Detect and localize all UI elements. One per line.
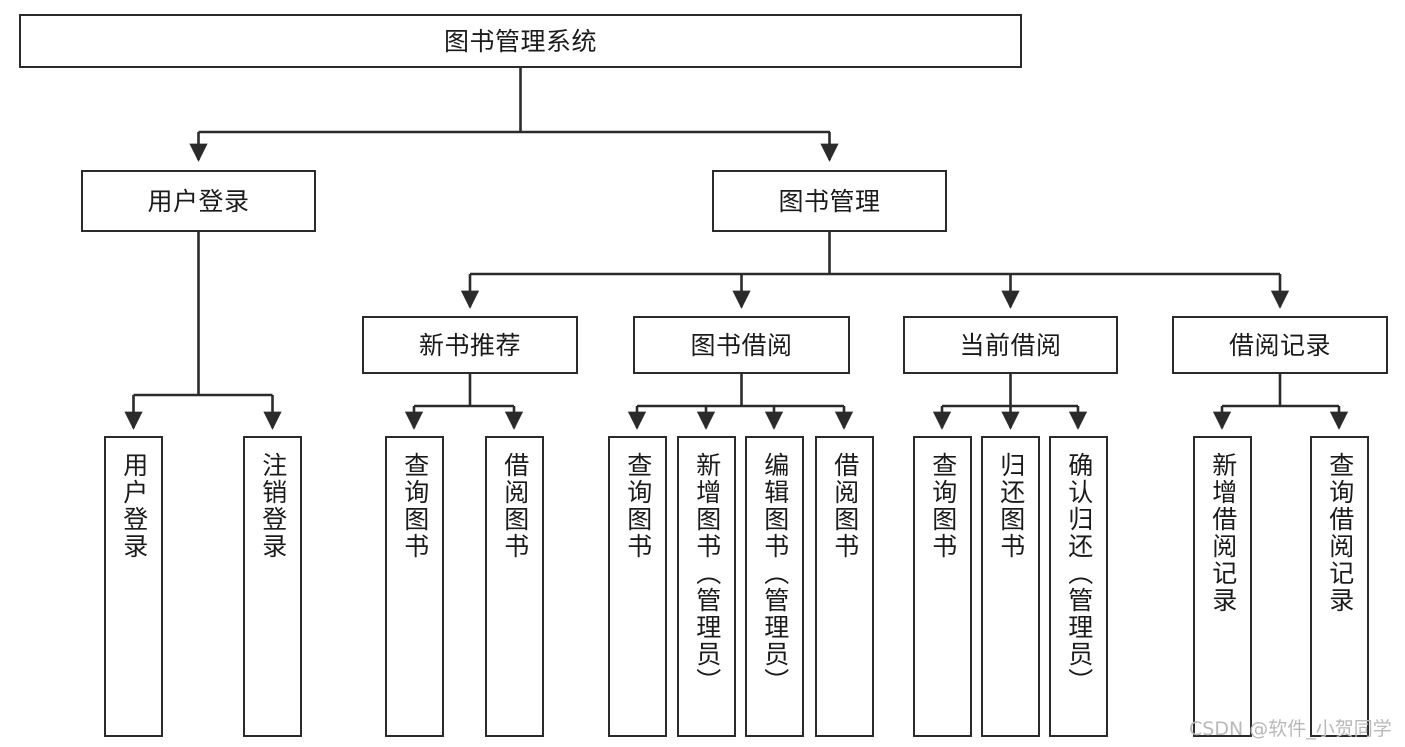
- node-book-management[interactable]: 图书管理: [712, 170, 947, 232]
- node-book-borrow[interactable]: 图书借阅: [633, 316, 850, 374]
- node-label: 当前借阅: [959, 330, 1062, 360]
- node-label: 编辑图书（管理员）: [760, 452, 790, 695]
- node-user-login[interactable]: 用户登录: [81, 170, 316, 232]
- node-leaf-user-login[interactable]: 用户登录: [104, 436, 163, 737]
- node-label: 图书管理: [778, 186, 881, 216]
- node-leaf-return-book[interactable]: 归还图书: [981, 436, 1040, 737]
- node-root-book-management-system[interactable]: 图书管理系统: [19, 14, 1022, 68]
- node-label: 确认归还（管理员）: [1064, 452, 1094, 695]
- node-label: 用户登录: [147, 186, 250, 216]
- node-leaf-query-book-recommend[interactable]: 查询图书: [385, 436, 444, 737]
- node-leaf-query-borrow-record[interactable]: 查询借阅记录: [1310, 436, 1369, 737]
- node-label: 归还图书: [996, 452, 1026, 560]
- node-new-book-recommend[interactable]: 新书推荐: [362, 316, 578, 374]
- node-label: 借阅记录: [1228, 330, 1331, 360]
- node-leaf-query-book-borrow[interactable]: 查询图书: [608, 436, 667, 737]
- node-label: 注销登录: [258, 452, 288, 560]
- node-leaf-query-book-current[interactable]: 查询图书: [913, 436, 972, 737]
- node-label: 查询图书: [623, 452, 653, 560]
- node-label: 查询图书: [400, 452, 430, 560]
- node-label: 查询借阅记录: [1325, 452, 1355, 614]
- node-label: 查询图书: [928, 452, 958, 560]
- node-label: 图书管理系统: [443, 26, 597, 56]
- node-label: 新增借阅记录: [1208, 452, 1238, 614]
- node-current-borrow[interactable]: 当前借阅: [903, 316, 1118, 374]
- node-label: 借阅图书: [500, 452, 530, 560]
- node-leaf-confirm-return[interactable]: 确认归还（管理员）: [1049, 436, 1108, 737]
- node-leaf-borrow-book[interactable]: 借阅图书: [815, 436, 874, 737]
- node-label: 借阅图书: [830, 452, 860, 560]
- node-leaf-add-borrow-record[interactable]: 新增借阅记录: [1193, 436, 1252, 737]
- node-label: 图书借阅: [690, 330, 793, 360]
- node-leaf-edit-book[interactable]: 编辑图书（管理员）: [745, 436, 804, 737]
- node-borrow-record[interactable]: 借阅记录: [1172, 316, 1388, 374]
- node-label: 用户登录: [119, 452, 149, 560]
- node-leaf-logout[interactable]: 注销登录: [243, 436, 302, 737]
- node-leaf-add-book[interactable]: 新增图书（管理员）: [677, 436, 736, 737]
- node-label: 新增图书（管理员）: [692, 452, 722, 695]
- node-leaf-borrow-book-recommend[interactable]: 借阅图书: [485, 436, 544, 737]
- watermark: CSDN @软件_小贺同学: [1189, 718, 1392, 740]
- node-label: 新书推荐: [418, 330, 521, 360]
